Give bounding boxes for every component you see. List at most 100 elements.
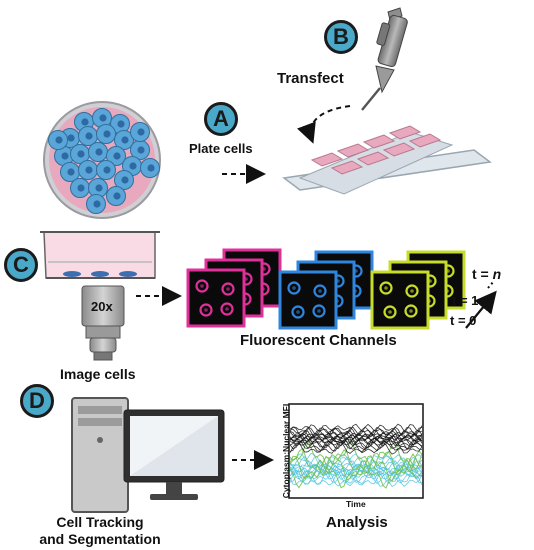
fluorescent-channels-label: Fluorescent Channels xyxy=(240,332,397,349)
transfect-label: Transfect xyxy=(277,70,344,87)
plot-trace xyxy=(290,440,422,472)
dish-cell-nucleus xyxy=(117,120,125,128)
dish-cell-nucleus xyxy=(77,150,85,158)
dish-cell-nucleus xyxy=(113,192,121,200)
channel-cell-core xyxy=(318,289,322,293)
timepoint-n-label: t = n xyxy=(472,266,501,282)
dish-cell-nucleus xyxy=(121,136,129,144)
cell-tracking-label: Cell Tracking and Segmentation xyxy=(30,514,170,548)
dish-cell-nucleus xyxy=(85,166,93,174)
step-badge-b: B xyxy=(324,20,358,54)
pipette-illustration xyxy=(361,7,408,111)
dish-cell-nucleus xyxy=(147,164,155,172)
slide-well xyxy=(382,142,416,157)
petri-dish-illustration xyxy=(43,101,161,219)
dish-cell-nucleus xyxy=(113,152,121,160)
plot-trace xyxy=(290,464,422,484)
culture-insert-illustration xyxy=(40,231,160,279)
dish-cell-nucleus xyxy=(77,184,85,192)
dish-cell-nucleus xyxy=(137,146,145,154)
image-cells-label: Image cells xyxy=(60,366,136,382)
arrow-transfect-to-slide xyxy=(297,105,351,144)
computer-illustration xyxy=(71,397,225,513)
channel-cell-core xyxy=(226,287,230,291)
plot-trace xyxy=(290,432,422,450)
dish-cell-nucleus xyxy=(67,168,75,176)
channel-frame xyxy=(186,268,246,328)
plot-trace xyxy=(290,456,422,476)
channel-cell xyxy=(312,304,326,318)
channel-cell xyxy=(220,302,234,316)
time-arrow xyxy=(465,280,497,329)
cell-tracking-line2: and Segmentation xyxy=(39,531,161,547)
channel-cell xyxy=(221,282,235,296)
dish-cell-nucleus xyxy=(121,176,129,184)
plot-trace xyxy=(290,447,422,476)
channel-cell-core xyxy=(317,309,321,313)
channel-cell-core xyxy=(200,284,204,288)
fluorescent-channel-stacks xyxy=(186,248,466,330)
dish-cell-nucleus xyxy=(81,118,89,126)
plot-trace xyxy=(290,436,422,452)
slide-well xyxy=(362,134,396,149)
channel-cell xyxy=(199,303,213,317)
channel-cell-core xyxy=(204,308,208,312)
plot-trace xyxy=(290,453,422,483)
objective-magnification-label: 20x xyxy=(91,299,113,314)
plot-x-axis-label: Time xyxy=(346,499,366,509)
dish-cell-nucleus xyxy=(55,136,63,144)
cell-tracking-line1: Cell Tracking xyxy=(56,514,144,530)
channel-cell xyxy=(291,305,305,319)
plot-trace xyxy=(290,424,422,440)
channel-cell-core xyxy=(296,310,300,314)
channel-cell-core xyxy=(225,307,229,311)
plot-trace xyxy=(290,469,422,487)
plot-trace xyxy=(290,423,422,441)
channel-cell xyxy=(383,305,397,319)
plot-trace xyxy=(290,439,422,455)
channel-cell-core xyxy=(410,289,414,293)
channel-frame xyxy=(370,270,430,330)
analysis-plot xyxy=(288,403,424,499)
channel-cell-core xyxy=(409,309,413,313)
objective-illustration xyxy=(81,285,125,361)
slide-well xyxy=(310,152,344,167)
dish-cell-nucleus xyxy=(129,162,137,170)
channel-frame xyxy=(278,270,338,330)
plot-trace xyxy=(290,423,422,441)
plate-cells-label: Plate cells xyxy=(189,141,253,156)
dish-cell-nucleus xyxy=(61,152,69,160)
dish-cell-nucleus xyxy=(99,114,107,122)
dish-cell-nucleus xyxy=(67,134,75,142)
channel-cell xyxy=(313,284,327,298)
slide-well xyxy=(388,125,422,140)
dish-cell-nucleus xyxy=(85,132,93,140)
slide-well xyxy=(330,160,364,175)
dish-cell-nucleus xyxy=(95,148,103,156)
slide-well xyxy=(356,151,390,166)
chamber-slide-illustration xyxy=(282,125,492,195)
dish-cell-nucleus xyxy=(137,128,145,136)
plot-trace xyxy=(290,458,422,489)
channel-cell xyxy=(195,279,209,293)
dish-cell-nucleus xyxy=(103,166,111,174)
timepoint-n-variable: n xyxy=(492,266,502,282)
timepoint-0-label: t = 0 xyxy=(450,313,477,328)
channel-cell xyxy=(405,284,419,298)
dish-cell-nucleus xyxy=(103,130,111,138)
plot-y-axis-label: Cytoplasm:Nuclear MFI xyxy=(281,403,291,499)
channel-cell xyxy=(379,281,393,295)
analysis-label: Analysis xyxy=(326,514,388,531)
plot-trace xyxy=(290,426,422,444)
step-badge-d: D xyxy=(20,384,54,418)
slide-well xyxy=(408,133,442,148)
channel-cell xyxy=(404,304,418,318)
plot-trace xyxy=(290,429,422,447)
step-badge-c: C xyxy=(4,248,38,282)
channel-cell xyxy=(287,281,301,295)
timepoint-n-prefix: t = xyxy=(472,266,493,282)
step-badge-a: A xyxy=(204,102,238,136)
plot-trace xyxy=(290,453,422,471)
timepoint-1-label: t = 1 xyxy=(452,293,479,308)
